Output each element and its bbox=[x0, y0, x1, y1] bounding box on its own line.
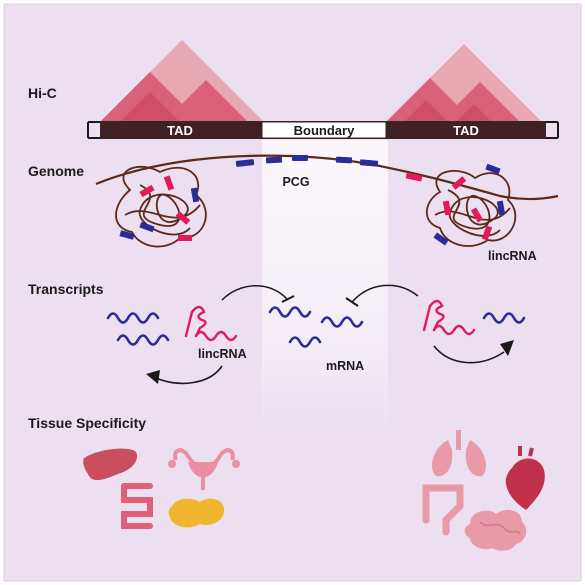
left-mrna-transcripts bbox=[106, 312, 170, 346]
inhibition-arc-left bbox=[221, 285, 289, 301]
inhibition-bar-left bbox=[281, 295, 295, 303]
tissue-specificity-label: Tissue Specificity bbox=[28, 415, 146, 431]
tad-bar bbox=[87, 121, 559, 139]
liver-icon bbox=[83, 448, 138, 481]
hic-right-triangles bbox=[386, 44, 542, 122]
hic-left-triangles bbox=[100, 40, 264, 122]
pcg-genes bbox=[235, 155, 379, 167]
colon-icon bbox=[422, 484, 464, 536]
mrna-label: mRNA bbox=[326, 359, 364, 373]
transcripts-lincrna-label: lincRNA bbox=[198, 347, 247, 361]
tad-right-label: TAD bbox=[453, 123, 479, 138]
lungs-icon bbox=[432, 430, 486, 477]
genome-label: Genome bbox=[28, 163, 84, 179]
inhibition-bar-right bbox=[345, 297, 359, 307]
hic-label: Hi-C bbox=[28, 85, 57, 101]
lincrna-gene-on-strand bbox=[405, 172, 423, 182]
chromatin-tad-right bbox=[425, 163, 517, 247]
activation-arrow-left bbox=[155, 365, 223, 385]
activation-arrowhead-left bbox=[146, 370, 160, 384]
brain-icon bbox=[464, 509, 527, 551]
left-lincrna-hairpin bbox=[184, 305, 238, 342]
chromatin-tad-left bbox=[115, 165, 207, 248]
inhibition-arc-right bbox=[351, 284, 419, 303]
genome-lincrna-label: lincRNA bbox=[488, 249, 537, 263]
activation-arrowhead-right bbox=[500, 340, 514, 356]
pancreas-icon bbox=[168, 498, 225, 528]
intestine-icon bbox=[121, 483, 153, 529]
genome-strand bbox=[95, 154, 559, 201]
boundary-label: Boundary bbox=[294, 123, 355, 138]
uterus-icon bbox=[168, 448, 240, 490]
pcg-label: PCG bbox=[282, 175, 309, 189]
heart-icon bbox=[505, 446, 545, 510]
right-mrna-transcript bbox=[482, 312, 526, 324]
center-mrna-transcripts bbox=[268, 306, 364, 348]
activation-arrow-right bbox=[433, 345, 505, 364]
transcripts-label: Transcripts bbox=[28, 281, 104, 297]
tad-left-label: TAD bbox=[167, 123, 193, 138]
right-lincrna-hairpin bbox=[422, 299, 476, 336]
